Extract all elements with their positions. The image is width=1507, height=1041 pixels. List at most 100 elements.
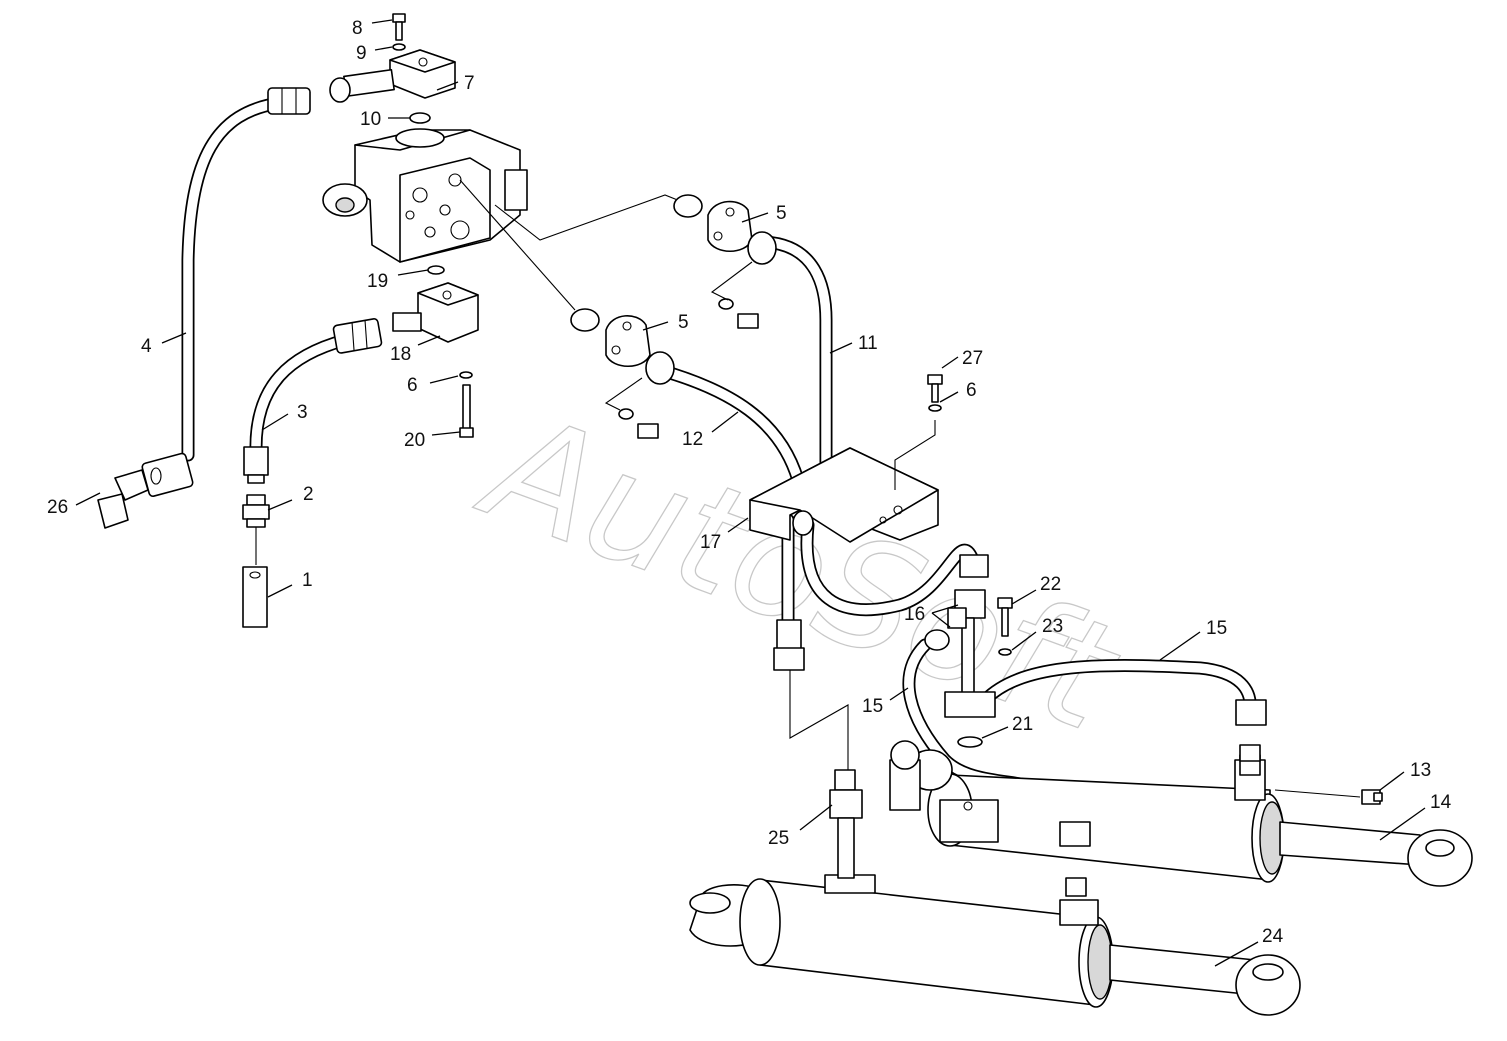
bolt-flange-upper — [737, 313, 759, 329]
o-ring-10 — [409, 112, 431, 124]
callout-22: 22 — [1011, 574, 1061, 605]
callout-23: 23 — [1011, 616, 1063, 651]
svg-text:26: 26 — [47, 497, 68, 518]
callout-9: 9 — [356, 43, 393, 64]
hydraulic-cylinder-14 — [889, 740, 1473, 887]
hose-4 — [181, 96, 287, 462]
callout-11: 11 — [829, 333, 878, 354]
svg-text:5: 5 — [776, 203, 787, 224]
svg-text:21: 21 — [1012, 714, 1033, 735]
callout-20: 20 — [404, 430, 461, 451]
callout-17: 17 — [700, 517, 749, 553]
svg-text:27: 27 — [962, 348, 983, 369]
o-ring-21 — [957, 736, 983, 748]
connector-block-18 — [392, 282, 479, 343]
hydraulic-cylinder-24 — [689, 874, 1301, 1016]
callout-6-right: 6 — [939, 380, 977, 403]
control-valve-block — [322, 128, 528, 263]
svg-text:23: 23 — [1042, 616, 1063, 637]
washer-flange-upper — [718, 298, 734, 310]
bolt-27 — [927, 374, 943, 403]
hose-3-fitting-top — [332, 318, 383, 354]
hose-15-right-fitting — [1235, 699, 1267, 762]
svg-text:7: 7 — [464, 73, 475, 94]
hose-15-right — [978, 659, 1257, 717]
tube-loop — [800, 518, 982, 617]
svg-text:11: 11 — [858, 333, 878, 354]
callout-19: 19 — [367, 269, 429, 292]
svg-text:4: 4 — [141, 336, 152, 357]
coupling-1 — [242, 566, 268, 628]
callout-6-left: 6 — [407, 375, 459, 396]
tee-fitting-16 — [924, 554, 996, 718]
elbow-26 — [97, 452, 194, 529]
svg-text:13: 13 — [1410, 760, 1431, 781]
callout-15-left: 15 — [862, 687, 909, 717]
svg-text:14: 14 — [1430, 792, 1452, 813]
washer-flange-lower — [618, 408, 634, 420]
svg-text:22: 22 — [1040, 574, 1061, 595]
svg-text:25: 25 — [768, 828, 789, 849]
fitting-17-bottom — [773, 619, 805, 671]
hose-4-fitting-top — [267, 87, 311, 115]
adapter-2 — [242, 494, 270, 528]
washer-6-lower — [459, 371, 473, 379]
washer-23 — [998, 648, 1012, 656]
callout-25: 25 — [768, 804, 833, 849]
svg-text:19: 19 — [367, 271, 388, 292]
svg-text:15: 15 — [862, 696, 883, 717]
tube-25 — [829, 769, 863, 879]
callout-18: 18 — [390, 335, 441, 365]
tube-11 — [758, 235, 833, 477]
callout-24: 24 — [1214, 926, 1284, 967]
svg-text:2: 2 — [303, 484, 314, 505]
bracket-17 — [749, 447, 939, 543]
callout-1: 1 — [267, 570, 313, 598]
bolt-22 — [997, 597, 1013, 637]
hose-3 — [249, 333, 352, 457]
callout-27: 27 — [941, 348, 983, 369]
svg-text:16: 16 — [904, 604, 925, 625]
callout-16: 16 — [904, 604, 959, 628]
svg-text:24: 24 — [1262, 926, 1284, 947]
callout-21: 21 — [981, 714, 1033, 739]
connector-block-7 — [329, 49, 456, 103]
callout-15-top: 15 — [1159, 618, 1227, 661]
svg-text:18: 18 — [390, 344, 411, 365]
hose-3-fitting-bottom — [243, 446, 269, 484]
callout-3: 3 — [261, 402, 308, 431]
bolt-flange-lower — [637, 423, 659, 439]
o-ring-19 — [427, 265, 445, 275]
callout-12: 12 — [682, 411, 739, 450]
callout-14: 14 — [1379, 792, 1452, 841]
svg-text:20: 20 — [404, 430, 425, 451]
svg-text:15: 15 — [1206, 618, 1227, 639]
hose-15-left-fitting — [1059, 821, 1091, 897]
svg-text:12: 12 — [682, 429, 703, 450]
callout-8: 8 — [352, 18, 393, 39]
tube-12 — [653, 363, 805, 487]
washer-6-upper — [928, 404, 942, 412]
callout-26: 26 — [47, 492, 101, 518]
flange-5-upper — [673, 194, 777, 265]
guide-line-lower — [459, 179, 576, 311]
flange-5-lower — [570, 308, 675, 385]
svg-text:1: 1 — [302, 570, 313, 591]
svg-text:5: 5 — [678, 312, 689, 333]
svg-text:9: 9 — [356, 43, 367, 64]
callout-13: 13 — [1379, 760, 1431, 791]
svg-text:17: 17 — [700, 532, 721, 553]
washer-9 — [392, 43, 406, 51]
svg-text:6: 6 — [966, 380, 977, 401]
svg-text:10: 10 — [360, 109, 381, 130]
plug-13 — [1361, 789, 1383, 805]
svg-text:8: 8 — [352, 18, 363, 39]
svg-text:6: 6 — [407, 375, 418, 396]
bolt-20 — [459, 384, 474, 438]
bolt-8 — [392, 13, 406, 41]
callout-5-lower: 5 — [642, 312, 689, 333]
svg-text:3: 3 — [297, 402, 308, 423]
callout-2: 2 — [267, 484, 314, 511]
callout-7: 7 — [436, 73, 475, 94]
